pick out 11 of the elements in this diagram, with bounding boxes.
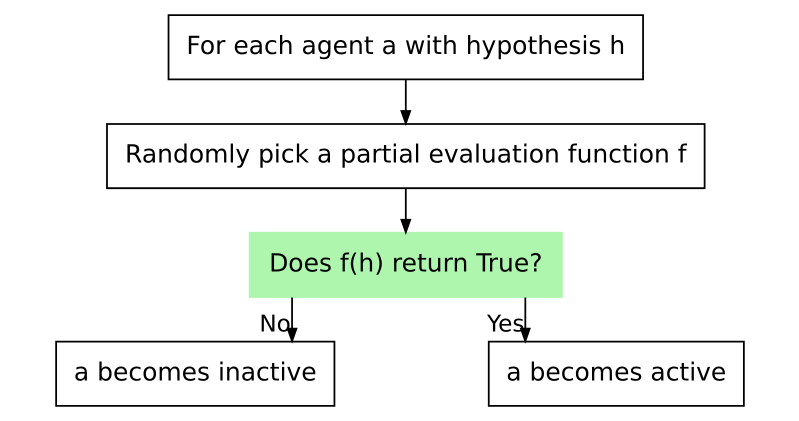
arrow — [519, 298, 530, 344]
arrow — [400, 80, 411, 126]
arrow — [286, 298, 298, 344]
node-box: Does f(h) return True? — [248, 232, 562, 298]
node-box: a becomes inactive — [54, 340, 335, 407]
node-box: For each agent a with hypothesis h — [167, 14, 644, 80]
node-box: Randomly pick a partial evaluation function f — [106, 123, 705, 190]
edge-label: No — [258, 310, 290, 338]
edge-label: Yes — [486, 310, 524, 338]
node-box: a becomes active — [487, 340, 744, 407]
arrow — [400, 188, 411, 235]
